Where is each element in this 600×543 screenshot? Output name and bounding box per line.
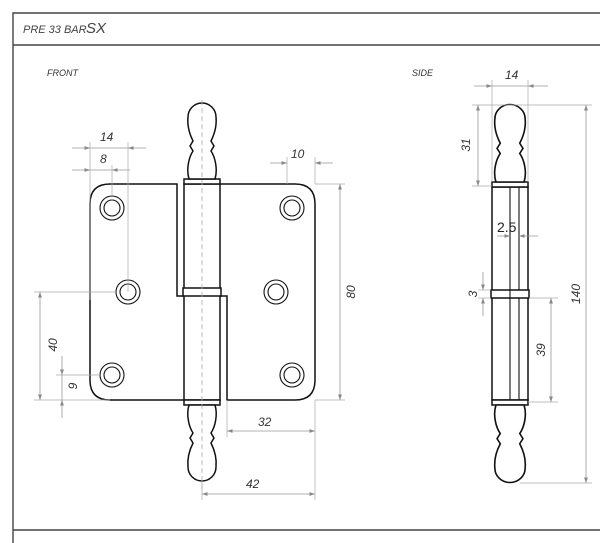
dim-10: 10 [291,147,305,161]
side-top-finial [493,103,527,183]
dim-9: 9 [66,382,80,389]
dim-80: 80 [344,285,358,299]
side-view-label: SIDE [412,68,434,78]
dim-3: 3 [466,290,480,297]
title-variant: SX [86,20,107,37]
dim-14-side: 14 [505,68,519,82]
dim-2-5: 2.5 [497,219,517,235]
title-model: PRE 33 BAR [23,24,87,36]
dim-14-front: 14 [100,130,114,144]
left-leaf [89,183,187,401]
dim-39: 39 [534,343,548,357]
dim-40: 40 [46,338,60,352]
dim-140: 140 [569,284,583,304]
dim-8: 8 [100,152,107,166]
right-leaf [217,183,316,401]
side-view: 14 31 2.5 3 39 140 [459,68,592,484]
dim-42: 42 [246,477,260,491]
dim-32: 32 [258,415,272,429]
dim-31: 31 [459,138,473,151]
front-view: 14 8 10 80 32 42 40 9 [34,100,358,500]
front-view-label: FRONT [47,68,79,78]
side-bottom-finial [493,404,527,484]
drawing-frame [12,12,600,543]
